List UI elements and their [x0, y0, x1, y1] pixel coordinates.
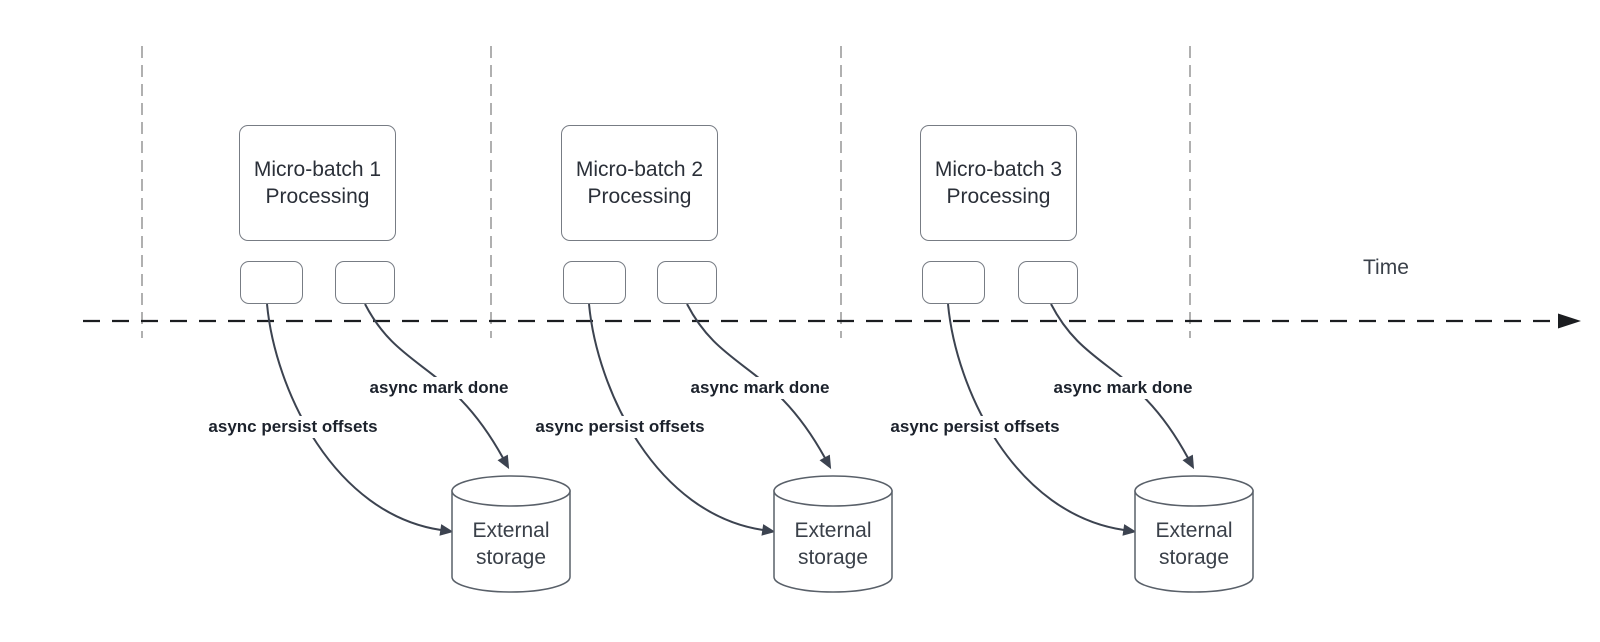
- offset-task-box-1: [240, 261, 303, 304]
- mark-done-arrow-2: [686, 303, 832, 470]
- external-storage-label-1: External storage: [472, 519, 550, 569]
- external-storage-cylinder-2: [773, 475, 893, 593]
- offset-task-box-3: [922, 261, 985, 304]
- external-storage-cylinder-3: [1134, 475, 1254, 593]
- done-task-box-1: [335, 261, 395, 304]
- done-task-box-2: [657, 261, 717, 304]
- persist-offsets-arrow-2: [588, 303, 776, 536]
- done-task-box-3: [1018, 261, 1078, 304]
- persist-offsets-label-2: async persist offsets: [532, 416, 708, 438]
- mark-done-label-1: async mark done: [366, 377, 512, 399]
- mark-done-arrow-1: [364, 303, 510, 470]
- time-axis: [83, 313, 1581, 329]
- offset-task-box-2: [563, 261, 626, 304]
- micro-batch-2-processing-box: Micro-batch 2 Processing: [561, 125, 718, 241]
- mark-done-label-2: async mark done: [687, 377, 833, 399]
- persist-offsets-arrow-3: [947, 303, 1137, 536]
- micro-batch-3-processing-box: Micro-batch 3 Processing: [920, 125, 1077, 241]
- mark-done-arrow-3: [1050, 303, 1195, 470]
- micro-batch-1-processing-box: Micro-batch 1 Processing: [239, 125, 396, 241]
- external-storage-label-2: External storage: [794, 519, 872, 569]
- persist-offsets-label-1: async persist offsets: [205, 416, 381, 438]
- time-axis-label: Time: [1363, 256, 1409, 279]
- mark-done-label-3: async mark done: [1050, 377, 1196, 399]
- external-storage-cylinder-1: [451, 475, 571, 593]
- persist-offsets-arrow-1: [266, 303, 454, 536]
- external-storage-label-3: External storage: [1155, 519, 1233, 569]
- time-axis-arrowhead-icon: [1558, 313, 1581, 329]
- persist-offsets-label-3: async persist offsets: [887, 416, 1063, 438]
